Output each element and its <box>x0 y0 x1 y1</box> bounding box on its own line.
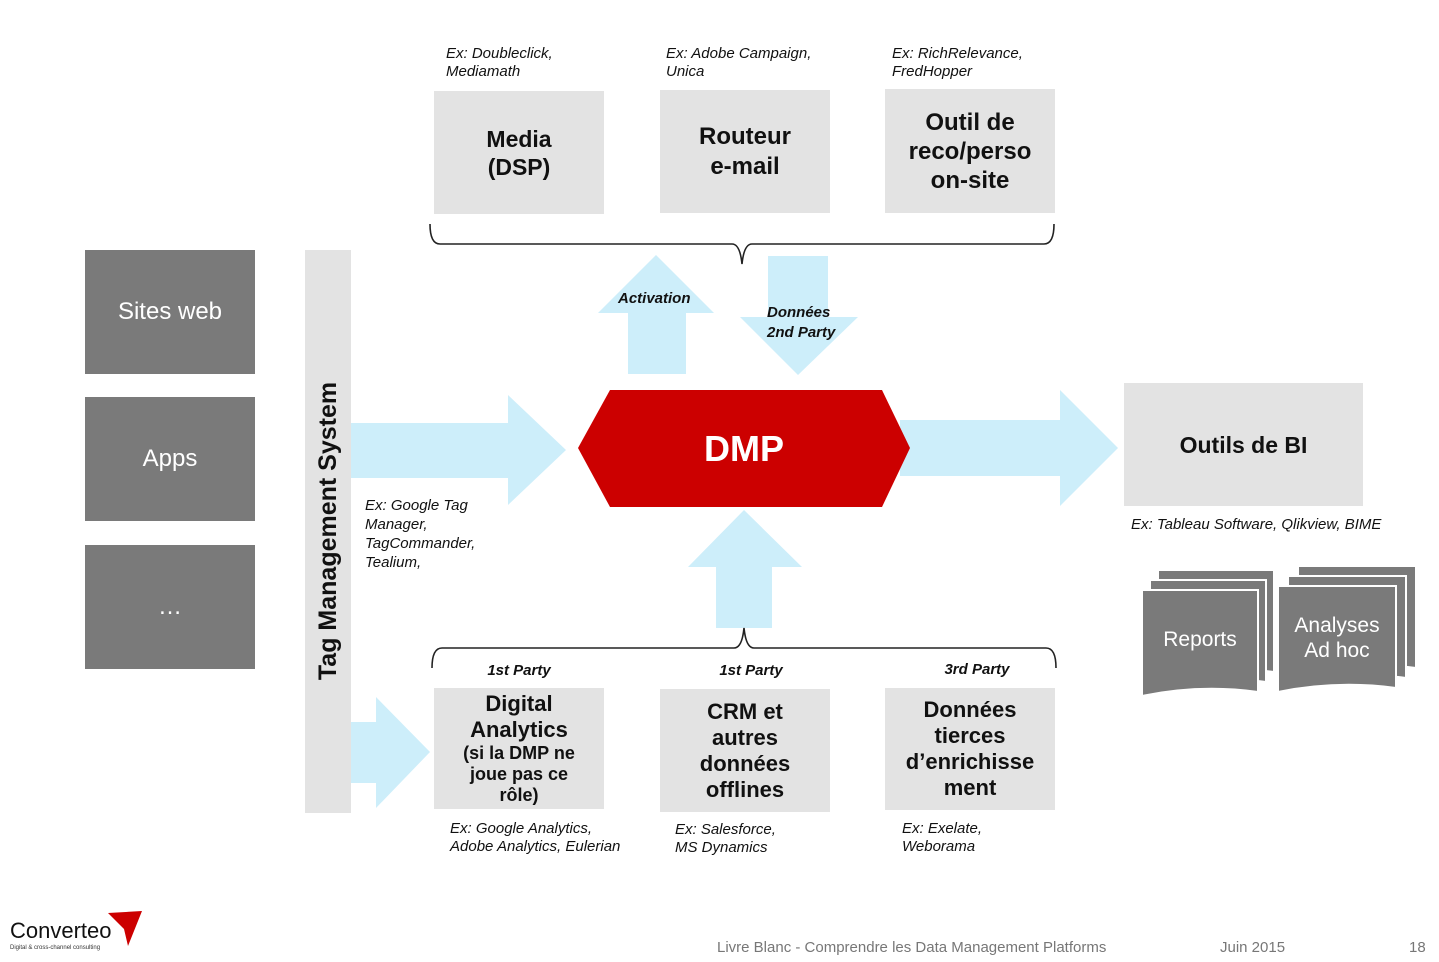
tierces-party-label: 3rd Party <box>944 661 1010 678</box>
outil-examples: Ex: RichRelevance, FredHopper <box>892 45 1023 80</box>
brand-tagline: Digital & cross-channel consulting <box>10 945 101 951</box>
tierces-examples: Ex: Exelate, Weborama <box>902 820 983 855</box>
digital-analytics-title: Digital Analytics <box>470 691 568 742</box>
digital-party-label: 1st Party <box>487 662 551 679</box>
media-examples: Ex: Doubleclick, Mediamath <box>446 45 553 80</box>
apps-label: Apps <box>142 445 198 472</box>
tms-bar <box>305 250 351 813</box>
digital-examples: Ex: Google Analytics, Adobe Analytics, E… <box>450 820 621 855</box>
reports-doc-stack <box>1141 569 1275 698</box>
media-dsp-box: Media (DSP) <box>434 91 604 214</box>
converteo-logo-mark <box>108 911 142 946</box>
document-date: Juin 2015 <box>1220 939 1286 956</box>
crm-box: CRM et autres données offlines <box>660 689 830 812</box>
sites-web-box: Sites web <box>85 250 255 374</box>
donnees-2nd-party-label: Données 2nd Party <box>767 304 836 341</box>
routeur-email-box: Routeur e-mail <box>660 90 830 213</box>
digital-analytics-subtitle: (si la DMP ne joue pas ce rôle) <box>463 743 575 805</box>
crm-examples: Ex: Salesforce, MS Dynamics <box>675 821 776 856</box>
brand-name: Converteo <box>10 918 112 943</box>
top-brace <box>429 223 1055 265</box>
sites-web-label: Sites web <box>117 298 223 325</box>
dmp-label: DMP <box>704 428 784 469</box>
document-title: Livre Blanc - Comprendre les Data Manage… <box>717 939 1107 956</box>
sources-to-dmp-arrow <box>688 510 802 628</box>
analyses-label: Analyses Ad hoc <box>1294 614 1380 662</box>
outil-reco-box: Outil de reco/perso on-site <box>885 89 1055 213</box>
reports-label: Reports <box>1163 628 1237 651</box>
other-sources-label: … <box>158 593 182 620</box>
outils-bi-box: Outils de BI <box>1124 383 1363 506</box>
apps-box: Apps <box>85 397 255 521</box>
bottom-brace <box>431 627 1057 669</box>
routeur-examples: Ex: Adobe Campaign, Unica <box>666 45 812 80</box>
page-number: 18 <box>1409 939 1426 956</box>
digital-analytics-box: Digital Analytics (si la DMP ne joue pas… <box>434 688 604 809</box>
donnees-2nd-party-arrow <box>740 256 858 375</box>
tms-examples: Ex: Google Tag Manager, TagCommander, Te… <box>365 497 476 571</box>
analyses-doc-stack <box>1277 565 1417 694</box>
crm-party-label: 1st Party <box>719 662 783 679</box>
activation-arrow <box>598 255 714 374</box>
donnees-tierces-box: Données tierces d’enrichisse ment <box>885 688 1055 810</box>
activation-label: Activation <box>618 290 691 307</box>
converteo-logo: Converteo Digital & cross-channel consul… <box>10 918 112 952</box>
dmp-shape <box>578 390 910 507</box>
bi-examples: Ex: Tableau Software, Qlikview, BIME <box>1131 516 1382 533</box>
tms-to-dmp-arrow <box>350 395 566 505</box>
tms-to-digital-arrow <box>350 697 430 808</box>
dmp-to-bi-arrow <box>900 390 1118 506</box>
other-sources-box: … <box>85 545 255 669</box>
